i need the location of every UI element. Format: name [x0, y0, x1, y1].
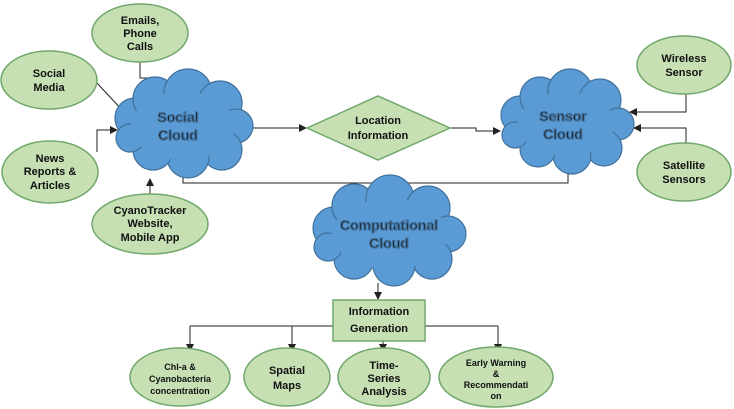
- location-information-diamond: Location Information: [305, 95, 452, 161]
- spatial-line-1: Spatial: [269, 365, 305, 377]
- satellite-line-1: Satellite: [663, 160, 705, 172]
- node-emails: Emails, Phone Calls: [91, 3, 189, 63]
- cyanotracker-line-2: Website,: [127, 218, 172, 230]
- infogen-line-2: Generation: [350, 323, 408, 335]
- node-news: News Reports & Articles: [1, 140, 99, 204]
- early-warning-line-2: &: [493, 369, 500, 379]
- node-spatial-maps: Spatial Maps: [243, 347, 331, 407]
- sensor-cloud-line-1: Sensor: [539, 108, 587, 124]
- node-early-warning: Early Warning & Recommendati on: [438, 346, 554, 408]
- wireless-line-1: Wireless: [661, 53, 706, 65]
- news-line-2: Reports &: [24, 166, 77, 178]
- chla-line-3: concentration: [150, 386, 210, 396]
- social-cloud-line-2: Cloud: [158, 127, 198, 143]
- satellite-line-2: Sensors: [662, 174, 705, 186]
- social-media-line-2: Media: [33, 82, 65, 94]
- emails-line-2: Phone: [123, 28, 157, 40]
- emails-line-1: Emails,: [121, 15, 160, 27]
- line-sensor-to-computational: [397, 170, 569, 184]
- computational-cloud: Computational Cloud: [312, 174, 467, 287]
- infogen-line-1: Information: [349, 306, 410, 318]
- wireless-line-2: Sensor: [665, 67, 703, 79]
- sensor-cloud: Sensor Cloud: [500, 68, 635, 175]
- social-cloud-line-1: Social: [157, 109, 198, 125]
- arrow-location-to-sensor: [450, 127, 501, 135]
- early-warning-line-4: on: [491, 391, 502, 401]
- timeseries-line-1: Time-: [369, 360, 398, 372]
- social-cloud: Social Cloud: [114, 68, 254, 179]
- emails-line-3: Calls: [127, 41, 153, 53]
- timeseries-line-2: Series: [367, 373, 400, 385]
- information-generation-box: Information Generation: [332, 299, 426, 342]
- timeseries-line-3: Analysis: [361, 386, 406, 398]
- location-line-2: Information: [348, 130, 409, 142]
- chla-line-2: Cyanobacteria: [149, 374, 212, 384]
- computational-cloud-line-2: Cloud: [369, 235, 409, 251]
- social-media-line-1: Social: [33, 68, 65, 80]
- node-wireless-sensor: Wireless Sensor: [636, 35, 732, 95]
- spatial-line-2: Maps: [273, 380, 301, 392]
- node-cyanotracker: CyanoTracker Website, Mobile App: [91, 193, 209, 255]
- arrow-satellite-to-sensor: [633, 124, 687, 144]
- location-line-1: Location: [355, 115, 401, 127]
- early-warning-line-1: Early Warning: [466, 358, 526, 368]
- line-social-to-computational: [182, 170, 397, 184]
- node-timeseries: Time- Series Analysis: [337, 347, 431, 407]
- node-social-media: Social Media: [0, 50, 98, 110]
- news-line-3: Articles: [30, 180, 70, 192]
- arrow-news-to-social: [96, 126, 118, 152]
- early-warning-line-3: Recommendati: [464, 380, 529, 390]
- node-chla: Chl-a & Cyanobacteria concentration: [129, 347, 231, 407]
- news-line-1: News: [36, 153, 65, 165]
- computational-cloud-line-1: Computational: [340, 217, 438, 233]
- arrow-wireless-to-sensor: [629, 94, 687, 116]
- node-satellite-sensors: Satellite Sensors: [636, 142, 732, 202]
- cyanotracker-line-1: CyanoTracker: [114, 205, 187, 217]
- sensor-cloud-line-2: Cloud: [543, 126, 583, 142]
- cyanotracker-line-3: Mobile App: [121, 232, 180, 244]
- chla-line-1: Chl-a &: [164, 362, 196, 372]
